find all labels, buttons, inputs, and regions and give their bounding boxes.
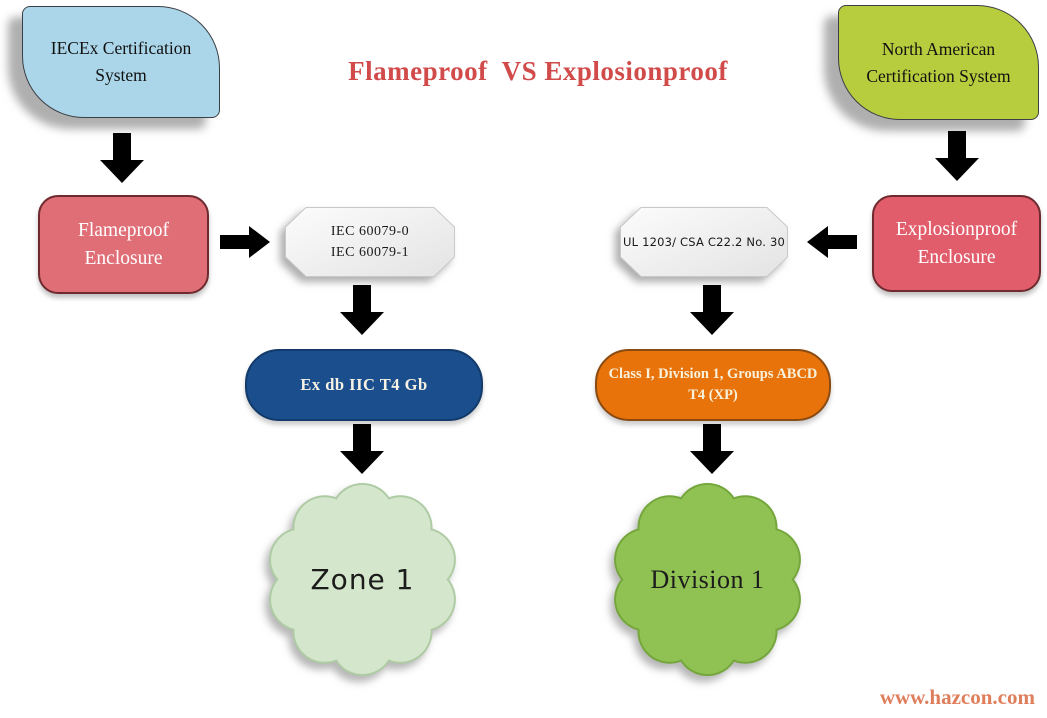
class-division-marking-label: Class I, Division 1, Groups ABCD T4 (XP): [608, 366, 818, 403]
zone-1-label: Zone 1: [310, 563, 415, 596]
arrow-head: [807, 226, 828, 258]
arrow-head: [935, 158, 979, 181]
arrow-stem: [220, 235, 249, 249]
flower-shape-icon: [614, 482, 801, 677]
class-division-marking-pill: Class I, Division 1, Groups ABCD T4 (XP): [595, 349, 831, 421]
arrow-stem: [703, 285, 721, 312]
iecex-certification-shape: IECEx Certification System: [22, 6, 220, 118]
arrow-stem: [353, 285, 371, 312]
arrow-head: [690, 312, 734, 335]
iec-standard-label: IEC 60079-0 IEC 60079-1: [285, 207, 455, 277]
website-text: www.hazcon.com: [879, 685, 1035, 709]
arrow-head: [100, 160, 144, 183]
octagon-shape-icon: [620, 207, 788, 277]
arrow-head: [340, 451, 384, 474]
ul-csa-standard-line1: UL 1203/ CSA C22.2 No. 30: [622, 235, 785, 249]
iec-standard-line2: IEC 60079-1: [330, 245, 410, 260]
explosionproof-enclosure-label: Explosionproof Enclosure: [895, 218, 1018, 268]
down-arrow-icon-ul-to-class-marking: [690, 285, 734, 335]
iecex-certification-label: IECEx Certification System: [50, 38, 192, 85]
arrow-stem: [353, 424, 371, 451]
left-arrow-icon-explosionproof-to-ul: [807, 226, 857, 258]
arrow-head: [340, 312, 384, 335]
down-arrow-icon-class-marking-to-division: [690, 424, 734, 474]
down-arrow-icon-iecex-to-flameproof: [100, 133, 144, 183]
arrow-stem: [703, 424, 721, 451]
north-american-certification-shape: North American Certification System: [838, 5, 1039, 120]
iec-standard-line1: IEC 60079-0: [330, 224, 410, 239]
division-1-shape: Division 1: [610, 482, 805, 677]
north-american-certification-label: North American Certification System: [866, 38, 1011, 86]
ul-csa-standard-octagon: UL 1203/ CSA C22.2 No. 30: [620, 207, 788, 277]
page-title: Flameproof VS Explosionproof: [348, 56, 728, 86]
down-arrow-icon-na-to-explosionproof: [935, 131, 979, 181]
division-1-label: Division 1: [650, 564, 765, 594]
ul-csa-standard-label: UL 1203/ CSA C22.2 No. 30: [620, 207, 788, 277]
zone-1-shape: Zone 1: [265, 482, 460, 677]
ex-marking-pill: Ex db IIC T4 Gb: [245, 349, 483, 421]
flameproof-enclosure-label: Flameproof Enclosure: [78, 219, 169, 269]
arrow-stem: [948, 131, 966, 158]
flameproof-enclosure-box: Flameproof Enclosure: [38, 195, 209, 294]
arrow-head: [690, 451, 734, 474]
down-arrow-icon-ex-marking-to-zone: [340, 424, 384, 474]
arrow-stem: [828, 235, 857, 249]
iec-standard-octagon: IEC 60079-0 IEC 60079-1: [285, 207, 455, 277]
down-arrow-icon-iec-to-ex-marking: [340, 285, 384, 335]
explosionproof-enclosure-box: Explosionproof Enclosure: [872, 195, 1041, 292]
arrow-head: [249, 226, 270, 258]
right-arrow-icon-flameproof-to-iec: [220, 226, 270, 258]
arrow-stem: [113, 133, 131, 160]
flower-shape-icon: [269, 482, 456, 677]
octagon-shape-icon: [285, 207, 455, 277]
ex-marking-label: Ex db IIC T4 Gb: [300, 375, 428, 394]
